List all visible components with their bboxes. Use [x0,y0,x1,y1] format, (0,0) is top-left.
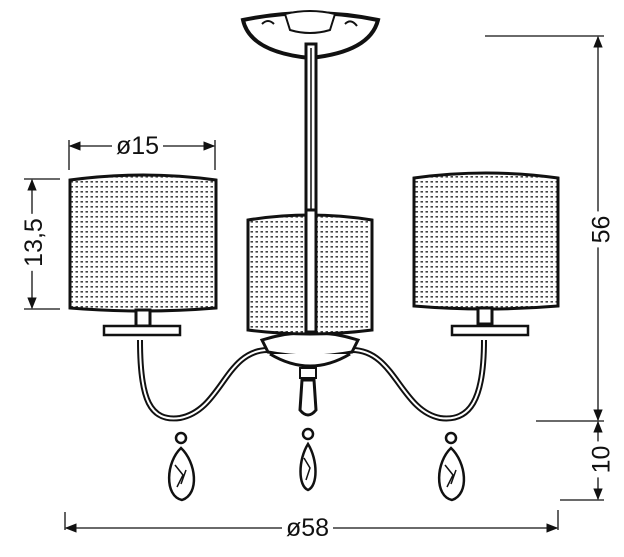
total-height-label: 56 [587,211,615,248]
drop-height-label: 10 [587,441,615,478]
left-shade [68,173,218,337]
shade-height-label: 13,5 [20,214,48,271]
center-shade [246,208,374,336]
right-shade [412,171,560,337]
total-width-label: ø58 [282,516,334,541]
arms [137,339,487,422]
crystal-drops [167,427,466,502]
central-hub [259,331,361,417]
shade-diameter-label: ø15 [112,134,164,159]
ceiling-canopy [240,10,381,61]
